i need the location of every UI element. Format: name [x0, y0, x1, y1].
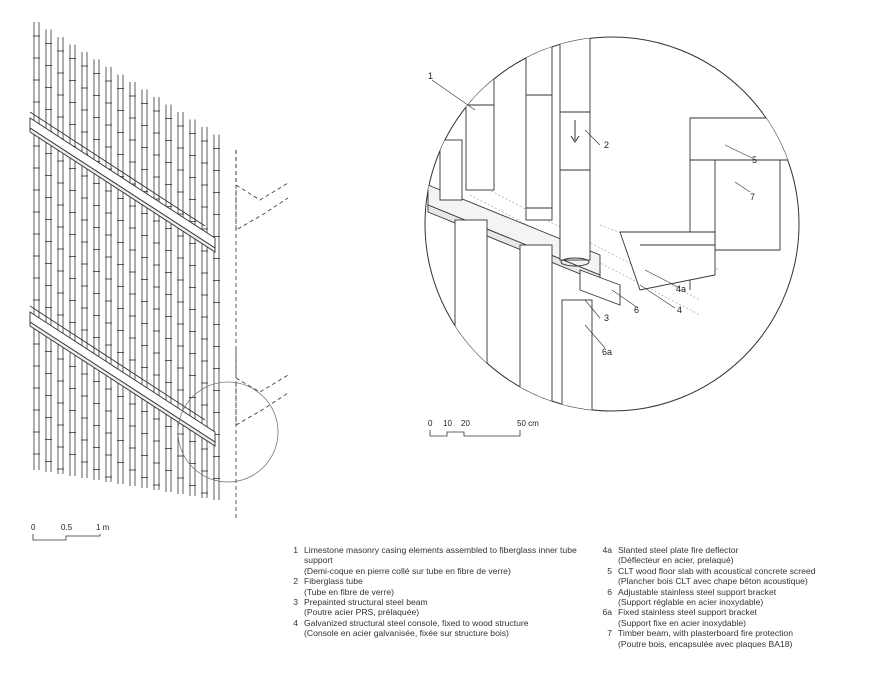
callout-4a: 4a	[676, 284, 686, 294]
clt-slab	[689, 117, 799, 161]
callout-7: 7	[750, 192, 755, 202]
steel-console	[619, 231, 716, 291]
legend-item: 6a Fixed stainless steel support bracket…	[602, 607, 757, 628]
callout-6: 6	[634, 305, 639, 315]
legend-item: 4a Slanted steel plate fire deflector(Dé…	[602, 545, 739, 566]
slab-outline-dashed	[235, 150, 289, 520]
scale-bar-right: 0 10 20 50 cm	[428, 419, 539, 437]
callout-3: 3	[604, 313, 609, 323]
legend-column-1: 1 Limestone masonry casing elements asse…	[282, 545, 582, 639]
callout-labels: 1 2 3 4 4a 5 6 6a 7	[428, 71, 757, 357]
svg-text:0: 0	[428, 419, 433, 428]
legend-column-2: 4a Slanted steel plate fire deflector(Dé…	[596, 545, 876, 649]
legend-item: 6 Adjustable stainless steel support bra…	[607, 586, 777, 608]
svg-text:20: 20	[461, 419, 470, 428]
svg-text:0.5: 0.5	[61, 523, 73, 532]
svg-text:50 cm: 50 cm	[517, 419, 539, 428]
legend-item: 3 Prepainted structural steel beam(Poutr…	[293, 597, 428, 618]
svg-text:0: 0	[31, 523, 36, 532]
legend-item: 1 Limestone masonry casing elements asse…	[293, 545, 577, 576]
callout-1: 1	[428, 71, 433, 81]
legend-item: 4 Galvanized structural steel console, f…	[293, 617, 529, 639]
svg-text:1 m: 1 m	[96, 523, 110, 532]
detail-content	[427, 37, 799, 411]
legend-item: 7 Timber beam, with plasterboard fire pr…	[607, 628, 793, 649]
left-upper-beam	[29, 111, 216, 253]
beam-section	[579, 269, 621, 306]
callout-2: 2	[604, 140, 609, 150]
callout-4: 4	[677, 305, 682, 315]
legend-item: 2 Fiberglass tube(Tube en fibre de verre…	[293, 576, 394, 597]
timber-beam	[714, 159, 781, 251]
scale-bar-left: 0 0.5 1 m	[31, 523, 110, 541]
legend-item: 5 CLT wood floor slab with acoustical co…	[607, 565, 816, 587]
callout-5: 5	[752, 155, 757, 165]
callout-6a: 6a	[602, 347, 612, 357]
left-lower-beam	[29, 305, 216, 447]
facade-tube-array	[33, 22, 220, 500]
callout-leaders	[431, 79, 753, 349]
svg-text:10: 10	[443, 419, 452, 428]
detail-indicator-circle	[177, 381, 279, 483]
